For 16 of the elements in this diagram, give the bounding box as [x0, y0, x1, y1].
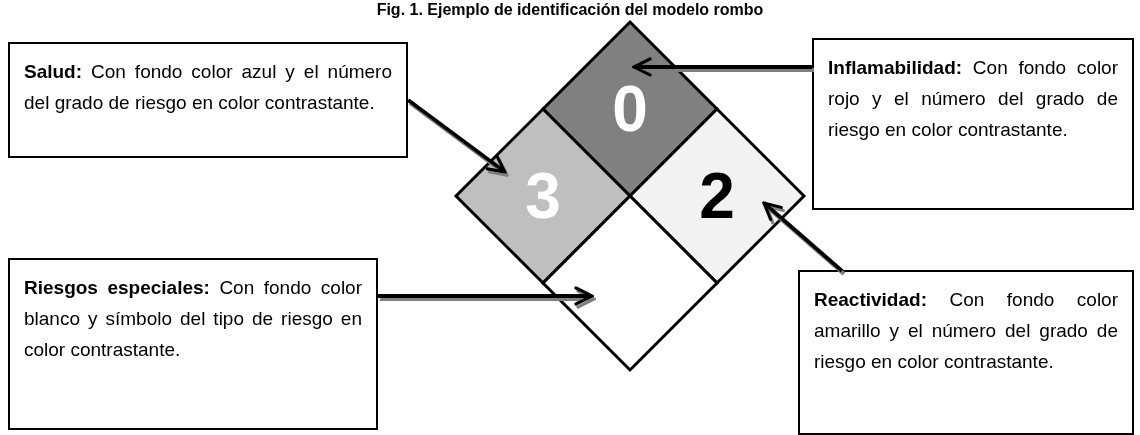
text-box — [812, 38, 1134, 210]
arrow — [762, 201, 844, 273]
hazard-rating-number: 2 — [698, 161, 736, 231]
description-text: Reactividad: Con fondo color amarillo y el número del grado de riesgo en color contrastante. — [814, 288, 1118, 374]
hazard-rating-number: 3 — [524, 161, 562, 231]
arrow — [378, 286, 594, 306]
figure-title: Fig. 1. Ejemplo de identificación del modelo rombo — [375, 0, 765, 20]
description-text: Inflamabilidad: Con fondo color rojo y el número del grado de riesgo en color contrastante. — [828, 56, 1118, 142]
text-box — [8, 258, 378, 430]
arrow — [632, 57, 812, 77]
description-text: Salud: Con fondo color azul y el número del grado de riesgo en color contrastante. — [24, 60, 392, 115]
text-box — [798, 270, 1134, 435]
text-box — [8, 42, 408, 158]
arrow — [406, 98, 507, 174]
hazard-rating-number: 0 — [611, 74, 649, 144]
description-text: Riesgos especiales: Con fondo color blanco y símbolo del tipo de riesgo en color contrastante. — [24, 276, 362, 362]
